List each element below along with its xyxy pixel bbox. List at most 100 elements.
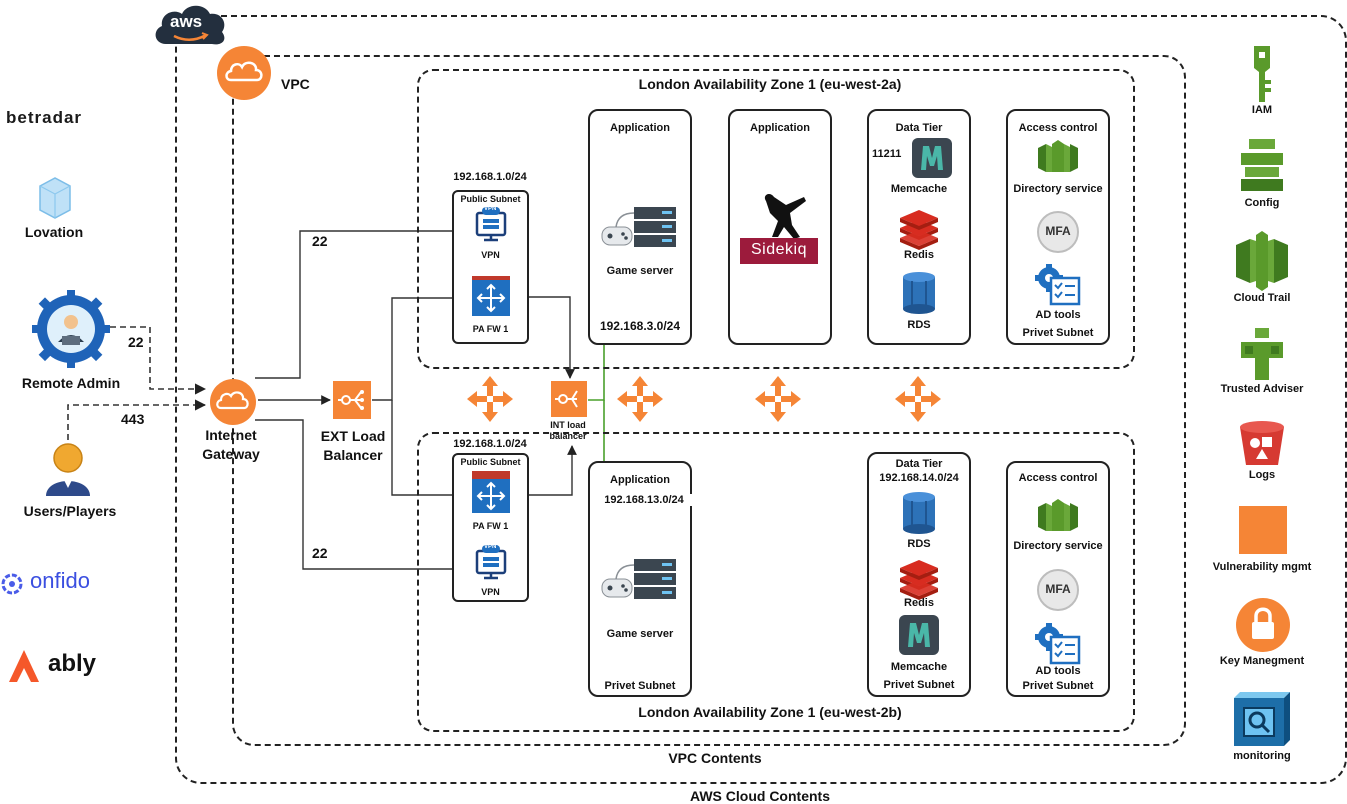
zone-a-app1-cidr: 192.168.3.0/24 (590, 319, 690, 333)
zone-a-app2-box: Application Sidekiq (728, 109, 832, 345)
internet-gateway-icon (210, 379, 256, 425)
trusted-adviser-label: Trusted Adviser (1220, 383, 1304, 395)
iam-label: IAM (1251, 104, 1273, 116)
zone-a-vpn-badge: VPN (484, 206, 497, 212)
aws-cloud-boundary (175, 15, 1347, 784)
port-vpn-a-label: 22 (312, 233, 328, 249)
port-vpn-b-label: 22 (312, 545, 328, 561)
zone-a-mfa-label: MFA (1045, 224, 1071, 238)
zone-b-vpn-badge: VPN (484, 544, 497, 550)
int-lb-label: INT load balancer (538, 420, 598, 442)
extlb-fw-b-link (391, 400, 463, 500)
zone-b-mfa-label: MFA (1045, 582, 1071, 596)
port-users-label: 443 (121, 411, 145, 427)
extlb-fw-a-link (372, 293, 463, 401)
zone-b-title: London Availability Zone 1 (eu-west-2b) (638, 704, 902, 720)
zone-a-mfa-icon: MFA (1037, 211, 1079, 253)
zone-b-access-title: Access control (1018, 472, 1098, 484)
zone-a-redis-icon (898, 210, 940, 250)
zone-a-game-server-label: Game server (606, 265, 674, 277)
zone-a-redis-label: Redis (904, 249, 934, 261)
zone-a-public-subnet-label: Public Subnet (460, 194, 521, 204)
zone-b-memcache-icon (899, 615, 939, 655)
remote-admin-icon (32, 290, 110, 368)
zone-b-app-subnet-label: Privet Subnet (604, 680, 676, 692)
multi-arrow-icon-1 (467, 376, 513, 422)
zone-b-boundary (417, 432, 1135, 732)
zone-b-redis-icon (898, 560, 940, 600)
ext-lb-text: EXT Load Balancer (320, 428, 386, 463)
zone-b-game-server-icon (600, 557, 680, 603)
zone-b-game-server-label: Game server (606, 628, 674, 640)
config-label: Config (1244, 197, 1280, 209)
zone-a-access-title: Access control (1018, 122, 1098, 134)
aws-logo: aws (152, 2, 228, 48)
multi-arrow-icon-3 (755, 376, 801, 422)
zone-a-title: London Availability Zone 1 (eu-west-2a) (638, 76, 902, 92)
ably-icon (7, 648, 41, 684)
zone-b-directory-icon (1038, 497, 1078, 531)
zone-b-access-subnet-label: Privet Subnet (1022, 680, 1094, 692)
zone-a-directory-icon (1038, 138, 1078, 172)
zone-b-rds-label: RDS (907, 538, 931, 550)
zone-b-firewall-icon (472, 471, 510, 515)
port-admin-label: 22 (128, 334, 144, 350)
zone-b-firewall-label: PA FW 1 (472, 521, 509, 531)
multi-arrow-icon-2 (617, 376, 663, 422)
monitoring-label: monitoring (1233, 750, 1291, 762)
remote-admin-label: Remote Admin (21, 375, 121, 391)
zone-b-directory-label: Directory service (1013, 540, 1103, 552)
zone-a-app2-title: Application (750, 122, 810, 134)
zone-b-vpn-label: VPN (481, 587, 500, 597)
vulnerability-icon (1239, 506, 1287, 554)
zone-a-public-subnet: Public Subnet VPN VPN PA FW 1 (452, 190, 529, 344)
ext-lb-icon (333, 381, 371, 419)
zone-b-ad-tools-icon (1035, 623, 1081, 665)
key-mgmt-icon (1236, 598, 1290, 652)
zone-a-rds-label: RDS (907, 319, 931, 331)
zone-b-data-box: Data Tier 192.168.14.0/24 RDS Redis Memc… (867, 452, 971, 697)
logs-label: Logs (1248, 469, 1276, 481)
users-players-icon (44, 440, 92, 498)
zone-a-memcache-label: Memcache (890, 183, 948, 195)
zone-a-app1-box: Application Game server (588, 109, 692, 345)
vpc-cloud-icon (217, 46, 271, 100)
trusted-adviser-icon (1241, 328, 1283, 380)
monitoring-icon (1234, 692, 1290, 746)
zone-b-public-cidr: 192.168.1.0/24 (453, 438, 527, 450)
igw-vpn-b-link (255, 419, 467, 574)
vpc-contents-label: VPC Contents (668, 750, 762, 766)
zone-a-boundary (417, 69, 1135, 369)
zone-b-data-cidr: 192.168.14.0/24 (879, 472, 959, 484)
zone-a-game-server-icon (600, 205, 680, 251)
zone-a-access-box: Access control Directory service MFA AD … (1006, 109, 1110, 345)
users-link (67, 399, 207, 440)
zone-b-vpn-icon: VPN (474, 544, 508, 581)
int-lb-icon (551, 381, 587, 417)
onfido-icon (0, 572, 24, 596)
zone-a-ad-tools-icon (1035, 264, 1081, 306)
multi-arrow-icon-4 (895, 376, 941, 422)
key-mgmt-label: Key Manegment (1219, 655, 1305, 667)
zone-b-app-cidr: 192.168.13.0/24 (594, 494, 694, 506)
aws-cloud-contents-label: AWS Cloud Contents (690, 788, 830, 804)
config-icon (1241, 139, 1283, 191)
zone-a-rds-icon (901, 271, 937, 315)
zone-b-access-box: Access control Directory service MFA AD … (1006, 461, 1110, 697)
zone-a-data-box: Data Tier 11211 Memcache Redis RDS (867, 109, 971, 345)
sidekiq-ninja-icon (752, 191, 808, 239)
zone-b-memcache-label: Memcache (890, 661, 948, 673)
sidekiq-logo-text: Sidekiq (751, 241, 807, 258)
lovation-label: Lovation (24, 224, 84, 240)
aws-badge-text: aws (170, 12, 203, 31)
zone-b-rds-icon (901, 491, 937, 535)
cloudtrail-icon (1236, 231, 1288, 291)
zone-b-mfa-icon: MFA (1037, 569, 1079, 611)
internet-gateway-text: Internet Gateway (202, 427, 260, 462)
admin-link (110, 326, 207, 395)
vulnerability-label: Vulnerability mgmt (1212, 561, 1312, 573)
fw-b-intlb-link (520, 445, 577, 496)
vpc-label: VPC (281, 76, 310, 92)
zone-a-vpn-icon: VPN (474, 206, 508, 243)
zone-b-ad-tools-label: AD tools (1035, 665, 1081, 677)
